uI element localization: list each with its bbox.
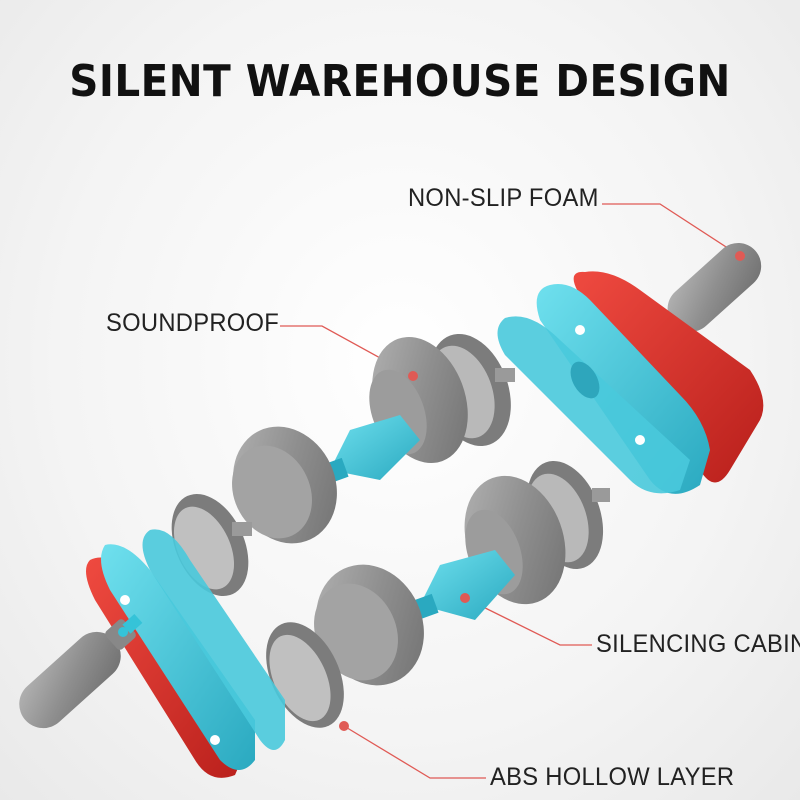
label-silencing-cabin: SILENCING CABIN <box>596 630 800 658</box>
right-bracket-plate-icon <box>497 271 764 494</box>
left-bracket-plate-icon <box>86 529 285 778</box>
dot-abs <box>339 721 349 731</box>
label-abs-hollow-layer: ABS HOLLOW LAYER <box>490 763 735 791</box>
leader-abs-hollow-layer <box>343 725 486 779</box>
lower-left-wheel-icon <box>314 564 424 686</box>
label-soundproof: SOUNDPROOF <box>106 309 280 337</box>
lower-wheel-icon <box>405 475 566 623</box>
upper-left-wheel-icon <box>232 426 337 544</box>
dot-foam <box>735 251 745 261</box>
dot-soundproof <box>408 371 418 381</box>
label-non-slip-foam: NON-SLIP FOAM <box>408 184 599 212</box>
page-title: SILENT WAREHOUSE DESIGN <box>69 56 731 107</box>
dot-cabin <box>460 593 470 603</box>
left-handle-icon <box>19 613 143 729</box>
leader-non-slip-foam <box>602 203 741 257</box>
handle-dot <box>118 627 128 637</box>
leader-silencing-cabin <box>464 597 592 646</box>
lower-left-hub-icon <box>266 622 344 728</box>
